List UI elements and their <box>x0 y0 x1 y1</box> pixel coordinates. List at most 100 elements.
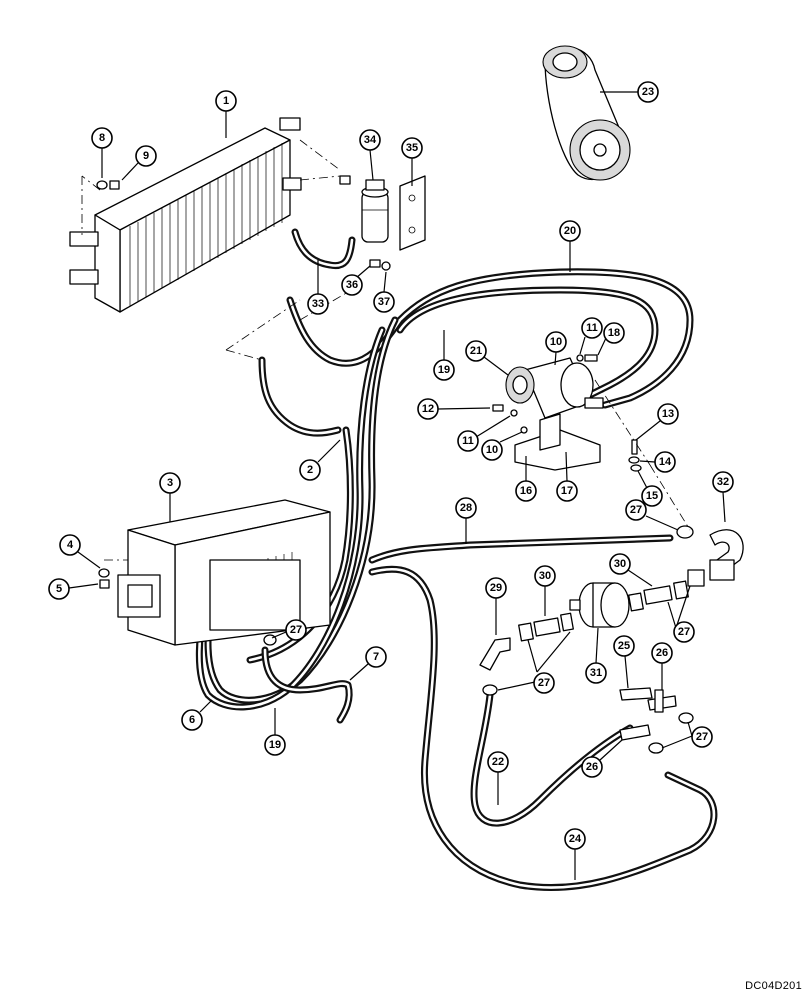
callout-37: 37 <box>373 271 395 313</box>
svg-text:16: 16 <box>520 485 532 497</box>
svg-text:15: 15 <box>646 490 658 502</box>
svg-text:4: 4 <box>67 539 74 551</box>
svg-text:13: 13 <box>662 408 674 420</box>
svg-text:28: 28 <box>460 502 472 514</box>
callout-10a: 10 <box>545 331 567 366</box>
hose-20b <box>396 286 659 399</box>
callout-11a: 11 <box>579 317 603 355</box>
callout-6: 6 <box>181 699 213 731</box>
svg-text:2: 2 <box>307 464 313 476</box>
svg-text:8: 8 <box>99 132 105 144</box>
hose-33 <box>291 228 356 270</box>
svg-text:35: 35 <box>406 142 418 154</box>
callout-8: 8 <box>91 127 113 178</box>
hoses <box>195 228 718 892</box>
svg-text:26: 26 <box>586 761 598 773</box>
hose-7 <box>261 646 353 724</box>
callout-22: 22 <box>487 751 509 805</box>
callout-16: 16 <box>515 456 537 502</box>
svg-text:29: 29 <box>490 582 502 594</box>
callout-31: 31 <box>585 627 607 684</box>
svg-text:10: 10 <box>486 444 498 456</box>
callout-26b: 26 <box>581 739 623 778</box>
callout-24: 24 <box>564 828 586 880</box>
callout-2: 2 <box>299 439 341 481</box>
callout-27c: 27 <box>667 585 695 643</box>
callouts: 1 2 3 4 5 6 7 8 <box>48 81 734 880</box>
callout-20: 20 <box>559 220 581 272</box>
callout-27a: 27 <box>271 619 307 641</box>
drawing-id: DC04D201 <box>745 980 802 992</box>
svg-text:7: 7 <box>373 651 379 663</box>
callout-27e: 27 <box>661 721 713 749</box>
svg-text:37: 37 <box>378 296 390 308</box>
callout-26a: 26 <box>651 642 673 690</box>
fittings <box>263 525 744 754</box>
svg-text:1: 1 <box>223 95 229 107</box>
callout-36: 36 <box>341 265 371 296</box>
tee-fittings <box>619 687 677 741</box>
callout-13: 13 <box>635 403 679 441</box>
svg-text:30: 30 <box>614 558 626 570</box>
svg-text:23: 23 <box>642 86 654 98</box>
svg-text:19: 19 <box>438 364 450 376</box>
svg-text:27: 27 <box>630 504 642 516</box>
svg-text:27: 27 <box>678 626 690 638</box>
callout-19b: 19 <box>264 708 286 756</box>
receiver-drier <box>339 175 389 243</box>
callout-15: 15 <box>637 470 663 507</box>
svg-text:32: 32 <box>717 476 729 488</box>
svg-text:27: 27 <box>538 677 550 689</box>
pulley-belt <box>542 45 631 181</box>
svg-text:17: 17 <box>561 485 573 497</box>
svg-text:27: 27 <box>696 731 708 743</box>
svg-text:25: 25 <box>618 640 630 652</box>
svg-text:33: 33 <box>312 298 324 310</box>
svg-text:22: 22 <box>492 756 504 768</box>
svg-text:18: 18 <box>608 327 620 339</box>
hose-20 <box>286 268 694 409</box>
callout-11b: 11 <box>457 415 511 452</box>
callout-18: 18 <box>597 322 625 356</box>
condenser <box>69 117 302 313</box>
svg-text:12: 12 <box>422 403 434 415</box>
svg-text:26: 26 <box>656 647 668 659</box>
callout-35: 35 <box>401 137 423 186</box>
svg-text:36: 36 <box>346 279 358 291</box>
svg-text:11: 11 <box>462 435 474 447</box>
callout-28: 28 <box>455 497 477 544</box>
callout-9: 9 <box>121 145 157 181</box>
callout-34: 34 <box>359 129 381 181</box>
drier-bracket <box>399 175 426 251</box>
callout-27b: 27 <box>625 499 679 531</box>
callout-25: 25 <box>613 635 635 689</box>
svg-text:30: 30 <box>539 570 551 582</box>
svg-text:24: 24 <box>569 833 582 845</box>
callout-17: 17 <box>556 451 578 502</box>
callout-29: 29 <box>485 577 507 635</box>
svg-text:21: 21 <box>470 345 482 357</box>
compressor-bracket <box>514 413 601 471</box>
svg-text:20: 20 <box>564 225 576 237</box>
hose-28 <box>368 534 718 892</box>
svg-text:10: 10 <box>550 336 562 348</box>
callout-5: 5 <box>48 578 99 600</box>
svg-text:27: 27 <box>290 624 302 636</box>
svg-text:9: 9 <box>143 150 149 162</box>
callout-21: 21 <box>465 340 509 376</box>
compressor <box>505 357 604 419</box>
svg-text:6: 6 <box>189 714 195 726</box>
callout-7: 7 <box>349 646 387 681</box>
svg-text:5: 5 <box>56 583 62 595</box>
svg-text:31: 31 <box>590 667 602 679</box>
svg-text:19: 19 <box>269 739 281 751</box>
svg-text:3: 3 <box>167 477 173 489</box>
heater-box <box>117 499 331 646</box>
callout-1: 1 <box>215 90 237 138</box>
callout-3: 3 <box>159 472 181 522</box>
hose-2 <box>246 356 354 664</box>
callout-23: 23 <box>600 81 659 103</box>
filter <box>569 582 630 628</box>
callout-4: 4 <box>59 534 101 569</box>
